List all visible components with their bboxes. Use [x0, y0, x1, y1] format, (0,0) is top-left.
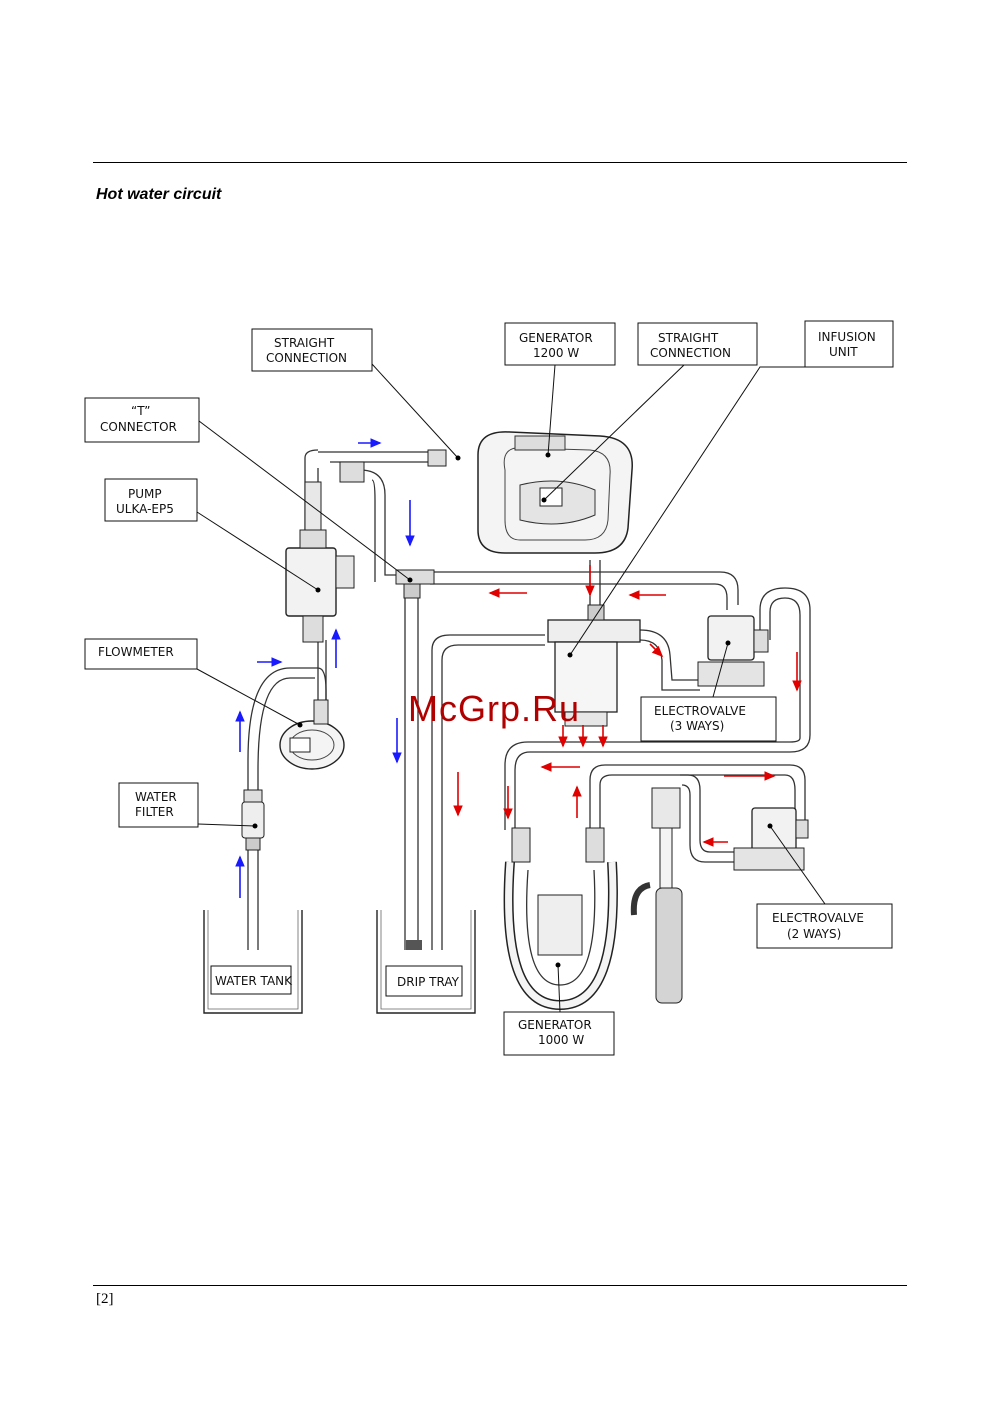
label-generator-1200-line1: GENERATOR — [519, 331, 593, 345]
label-generator-1200-line2: 1200 W — [533, 346, 579, 360]
leader-dots — [252, 452, 773, 968]
label-generator-1000-line1: GENERATOR — [518, 1018, 592, 1032]
generator-1200w — [477, 431, 633, 554]
label-electrovalve-2-line1: ELECTROVALVE — [772, 911, 864, 925]
label-water-filter-line1: WATER — [135, 790, 177, 804]
tubing — [247, 449, 811, 950]
pump — [285, 481, 355, 643]
flowmeter — [279, 699, 345, 770]
label-electrovalve-3-line2: (3 WAYS) — [670, 719, 724, 733]
label-water-tank: WATER TANK — [215, 974, 293, 988]
label-drip-tray: DRIP TRAY — [397, 975, 460, 989]
label-straight-connection-2-line2: CONNECTION — [650, 346, 731, 360]
generator-1000w — [503, 827, 618, 1011]
straight-connection-1 — [427, 449, 447, 467]
drip-tray — [376, 910, 476, 1014]
electrovalve-2-ways — [733, 807, 809, 871]
label-t-connector-line1: “T” — [131, 404, 151, 418]
label-infusion-unit-line1: INFUSION — [818, 330, 876, 344]
footer-rule — [93, 1285, 907, 1286]
label-flowmeter: FLOWMETER — [98, 645, 174, 659]
infusion-unit — [547, 604, 641, 727]
hot-flow-arrows — [453, 565, 802, 847]
label-straight-connection-1-line1: STRAIGHT — [274, 336, 335, 350]
t-connector — [395, 569, 435, 599]
label-straight-connection-2-line1: STRAIGHT — [658, 331, 719, 345]
label-boxes — [84, 320, 894, 1056]
label-water-filter-line2: FILTER — [135, 805, 174, 819]
label-infusion-unit-line2: UNIT — [829, 345, 858, 359]
label-electrovalve-2-line2: (2 WAYS) — [787, 927, 841, 941]
label-pump-line1: PUMP — [128, 487, 162, 501]
electrovalve-3-ways — [697, 615, 769, 687]
watermark: McGrp.Ru — [408, 688, 581, 729]
water-tank — [203, 910, 303, 1014]
label-electrovalve-3-line1: ELECTROVALVE — [654, 704, 746, 718]
steam-wand — [630, 787, 683, 1004]
page-number: [2] — [96, 1291, 114, 1307]
section-title: Hot water circuit — [96, 186, 222, 203]
pump-outlet-fitting — [339, 461, 365, 483]
header-rule — [93, 162, 907, 163]
flow-arrow — [649, 643, 664, 658]
label-straight-connection-1-line2: CONNECTION — [266, 351, 347, 365]
label-pump-line2: ULKA-EP5 — [116, 502, 174, 516]
label-t-connector-line2: CONNECTOR — [100, 420, 177, 434]
water-filter — [241, 789, 265, 851]
cold-flow-arrows — [235, 438, 415, 898]
leader-lines — [196, 363, 826, 1013]
label-generator-1000-line2: 1000 W — [538, 1033, 584, 1047]
